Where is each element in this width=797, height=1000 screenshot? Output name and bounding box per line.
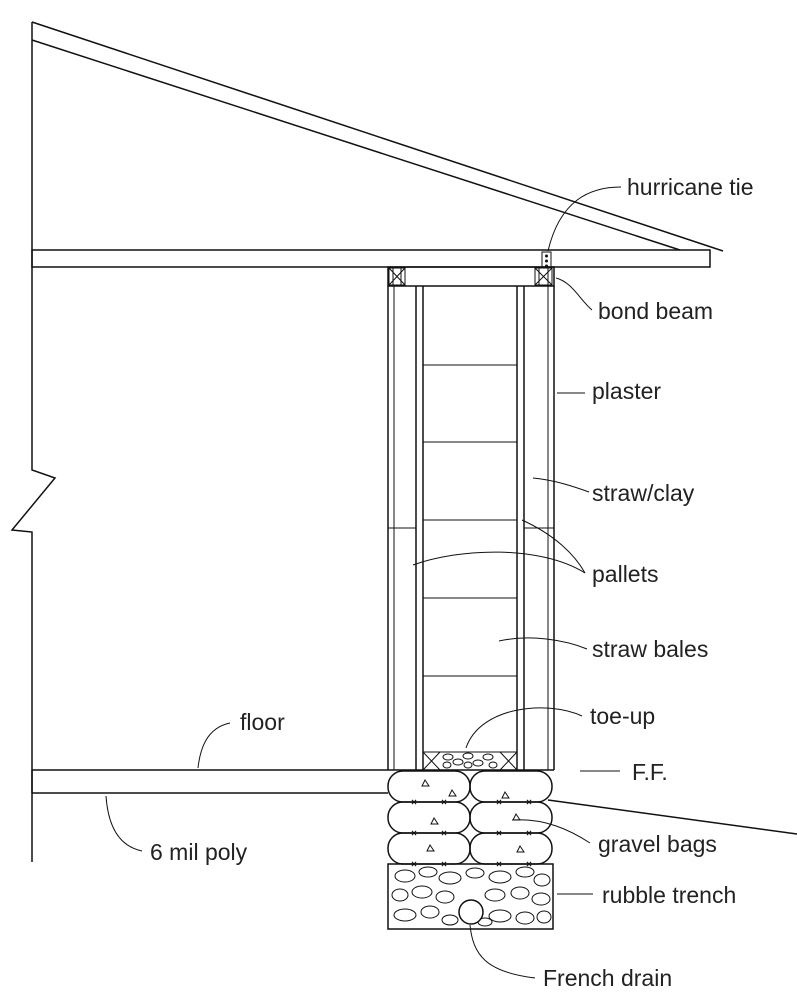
toe-up	[422, 751, 518, 771]
roof	[31, 21, 724, 268]
french-drain-pipe	[458, 899, 484, 925]
leader-lines	[105, 186, 622, 979]
label-plaster: plaster	[592, 378, 661, 404]
hurricane-tie	[541, 251, 552, 269]
bond-beam	[387, 266, 555, 287]
label-french-drain: French drain	[543, 965, 672, 991]
exterior-grade	[547, 799, 797, 835]
label-bond-beam: bond beam	[598, 298, 713, 324]
label-finished-floor: F.F.	[632, 759, 668, 785]
label-floor: floor	[240, 709, 285, 735]
label-rubble-trench: rubble trench	[602, 882, 736, 908]
label-straw-bales: straw bales	[592, 636, 708, 662]
floor-slab	[31, 769, 554, 794]
label-hurricane-tie: hurricane tie	[627, 174, 754, 200]
label-toe-up: toe-up	[590, 703, 655, 729]
straw-bales	[423, 364, 517, 753]
wall-assembly	[387, 286, 555, 770]
label-pallets: pallets	[592, 561, 658, 587]
label-poly: 6 mil poly	[150, 839, 248, 865]
label-gravel-bags: gravel bags	[598, 831, 717, 857]
label-straw-clay: straw/clay	[592, 480, 695, 506]
gravel-bags	[387, 770, 553, 867]
interior-wall-break-line	[10, 22, 57, 862]
labels: hurricane tie bond beam plaster straw/cl…	[150, 174, 754, 991]
rubble-trench	[387, 863, 554, 930]
